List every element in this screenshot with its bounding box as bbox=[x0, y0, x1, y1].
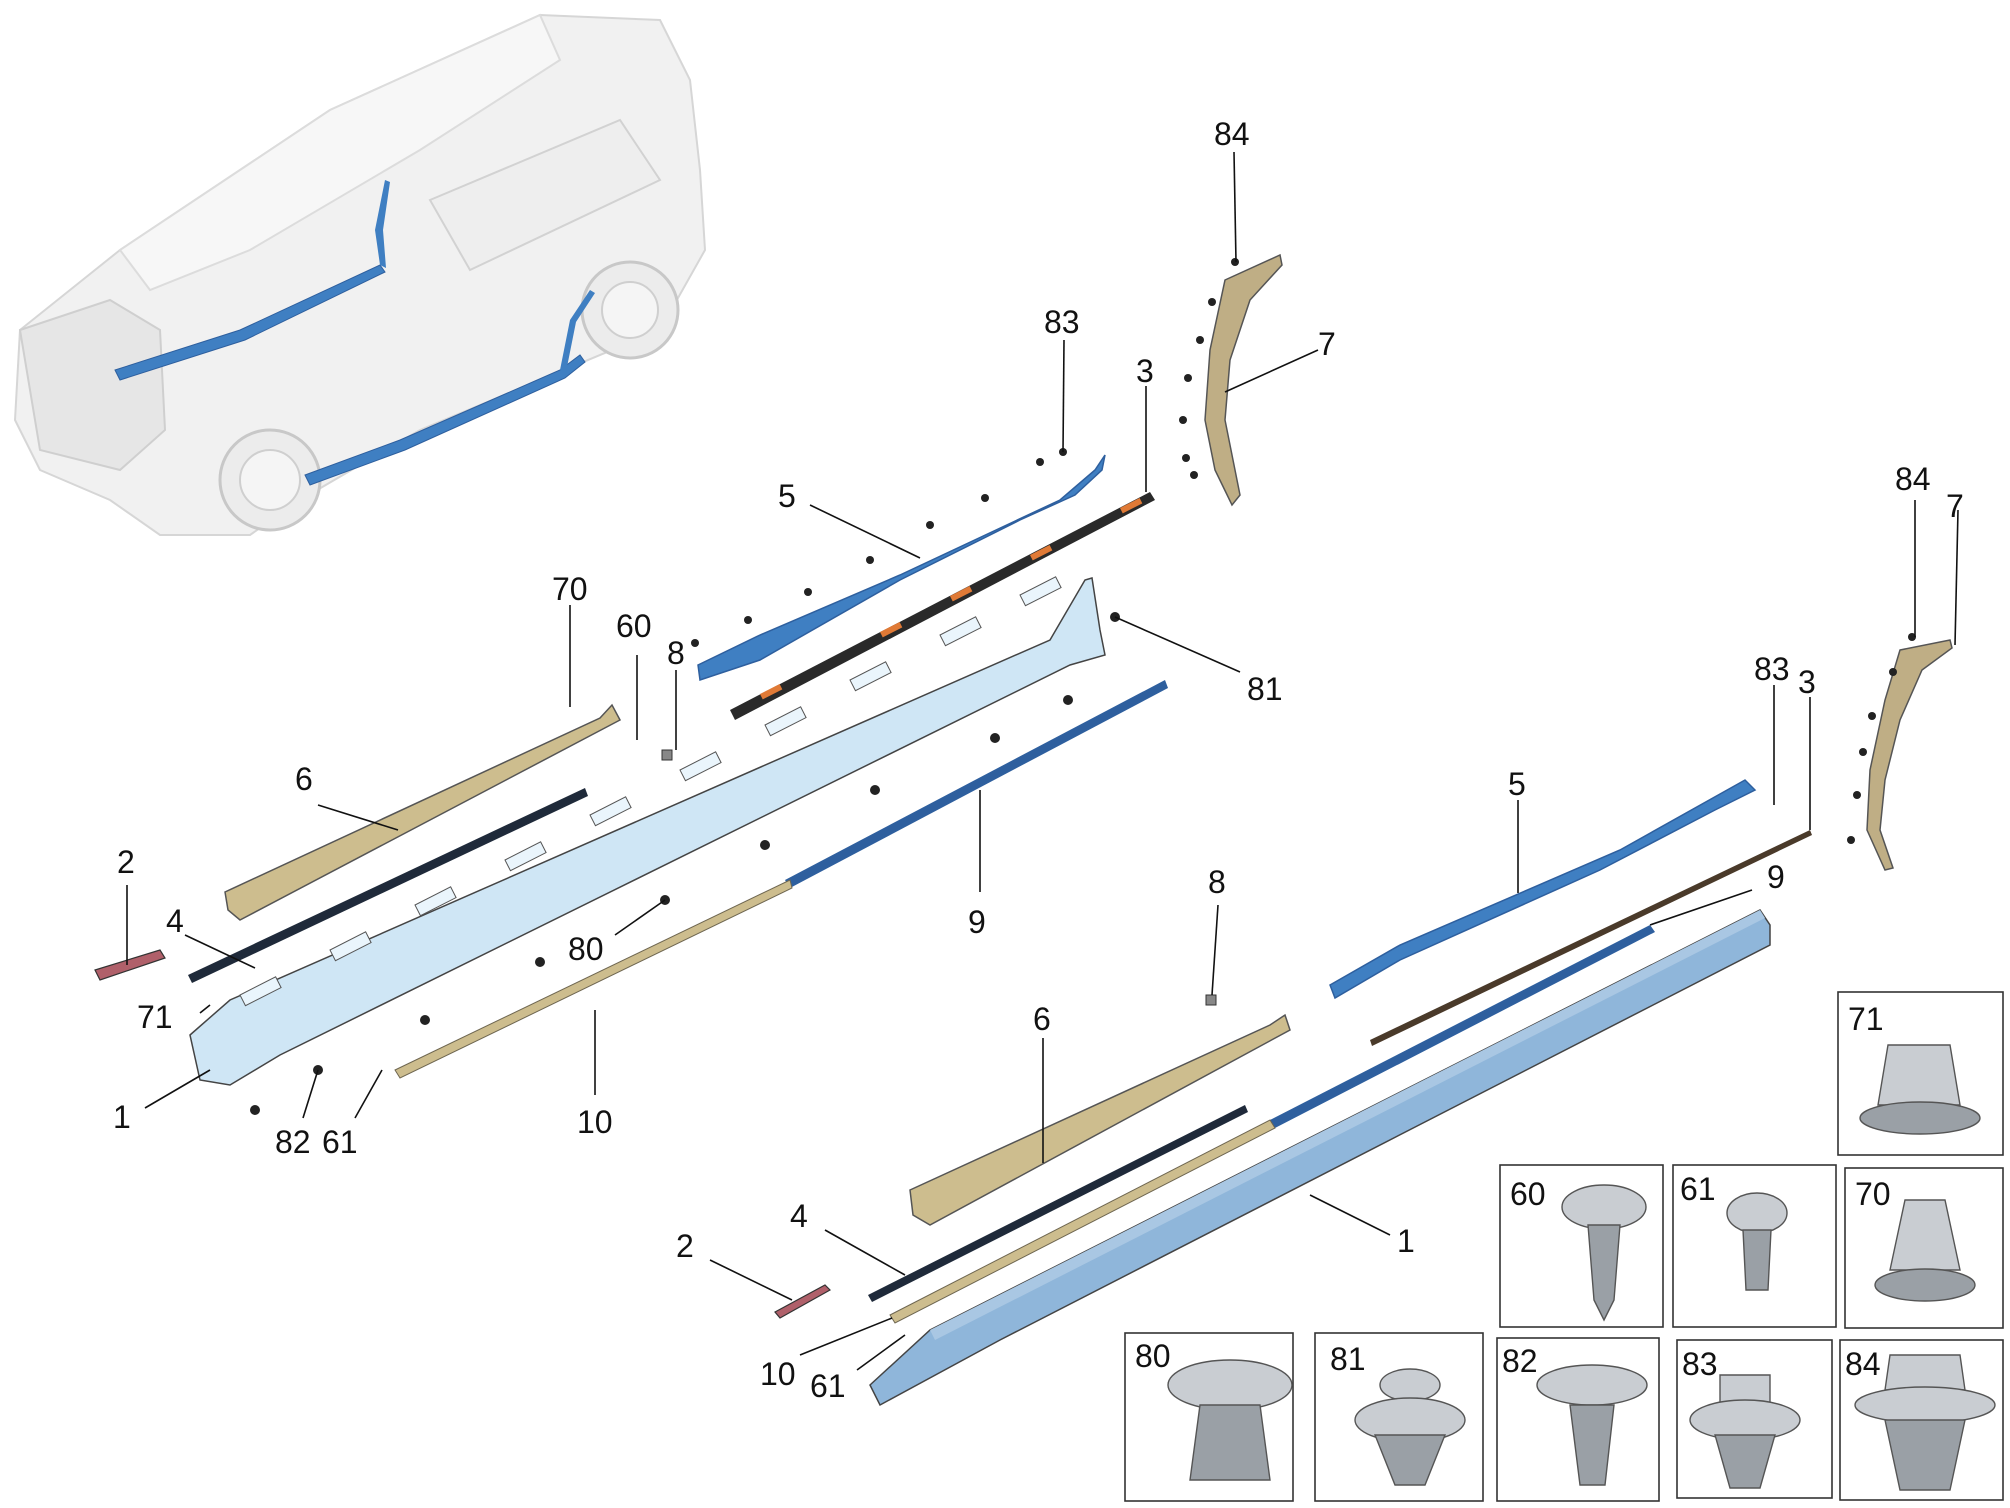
callout-2-upper: 2 bbox=[117, 844, 135, 880]
vehicle-overview bbox=[13, 13, 707, 536]
callout-3-lower: 3 bbox=[1798, 664, 1816, 700]
callout-6-lower: 6 bbox=[1033, 1001, 1051, 1037]
part-6-upper-trim bbox=[224, 703, 622, 921]
part-3-lower-strip bbox=[1370, 830, 1812, 1046]
callout-1-upper: 1 bbox=[113, 1099, 131, 1135]
fastener-box-61: 61 bbox=[1672, 1164, 1837, 1328]
fastener-label-82: 82 bbox=[1502, 1343, 1538, 1379]
part-4-upper-strip bbox=[188, 788, 588, 983]
part-9-lower-strip bbox=[1270, 925, 1655, 1128]
callout-82: 82 bbox=[275, 1124, 311, 1160]
vehicle-highlight-upper bbox=[114, 264, 386, 381]
fastener-box-82: 82 bbox=[1496, 1337, 1660, 1502]
fastener-box-71: 71 bbox=[1837, 991, 2004, 1156]
part-4-lower-strip bbox=[868, 1105, 1248, 1302]
callout-60: 60 bbox=[616, 608, 652, 644]
callout-83-upper: 83 bbox=[1044, 304, 1080, 340]
callout-83-lower: 83 bbox=[1754, 651, 1790, 687]
callout-61-upper: 61 bbox=[322, 1124, 358, 1160]
part-7-upper-trim bbox=[1204, 253, 1283, 507]
callout-3-upper: 3 bbox=[1136, 353, 1154, 389]
part-5-lower bbox=[1329, 779, 1757, 1000]
fastener-label-80: 80 bbox=[1135, 1338, 1171, 1374]
callout-2-lower: 2 bbox=[676, 1228, 694, 1264]
callout-8-lower: 8 bbox=[1208, 864, 1226, 900]
callout-1-lower: 1 bbox=[1397, 1223, 1415, 1259]
fastener-box-84: 84 bbox=[1839, 1339, 2004, 1501]
callout-4-upper: 4 bbox=[166, 903, 184, 939]
fastener-label-70: 70 bbox=[1855, 1176, 1891, 1212]
fastener-label-81: 81 bbox=[1330, 1341, 1366, 1377]
callout-84-upper: 84 bbox=[1214, 116, 1250, 152]
part-10-lower-strip bbox=[889, 1119, 1276, 1324]
part-9-upper-strip bbox=[785, 680, 1168, 888]
fastener-label-84: 84 bbox=[1845, 1346, 1881, 1382]
callout-7-upper: 7 bbox=[1318, 326, 1336, 362]
leader-lines bbox=[126, 151, 1959, 1371]
part-6-lower-trim bbox=[909, 1013, 1291, 1226]
fastener-label-71: 71 bbox=[1848, 1001, 1884, 1037]
part-2-upper-bracket bbox=[94, 949, 166, 981]
fastener-label-60: 60 bbox=[1510, 1176, 1546, 1212]
callout-84-lower: 84 bbox=[1895, 461, 1931, 497]
part-5-upper bbox=[697, 454, 1106, 681]
callout-10-upper: 10 bbox=[577, 1104, 613, 1140]
callout-labels: 84 7 83 3 5 70 60 8 81 6 2 4 80 9 71 1 8… bbox=[113, 116, 1964, 1404]
callout-9-lower: 9 bbox=[1767, 859, 1785, 895]
part-1-upper-frame bbox=[189, 577, 1106, 1086]
callout-80: 80 bbox=[568, 931, 604, 967]
fastener-label-83: 83 bbox=[1682, 1346, 1718, 1382]
callout-71: 71 bbox=[137, 999, 173, 1035]
callout-81: 81 bbox=[1247, 671, 1283, 707]
callout-10-lower: 10 bbox=[760, 1356, 796, 1392]
part-8-upper bbox=[661, 749, 673, 761]
fastener-box-70: 70 bbox=[1844, 1167, 2004, 1329]
part-2-lower-bracket bbox=[774, 1284, 831, 1319]
callout-5-upper: 5 bbox=[778, 478, 796, 514]
fastener-box-80: 80 bbox=[1124, 1332, 1294, 1502]
callout-61-lower: 61 bbox=[810, 1368, 846, 1404]
callout-5-lower: 5 bbox=[1508, 766, 1526, 802]
callout-70: 70 bbox=[552, 571, 588, 607]
part-8-lower bbox=[1205, 994, 1217, 1006]
callout-8-upper: 8 bbox=[667, 635, 685, 671]
part-10-upper-strip bbox=[394, 879, 793, 1079]
callout-7-lower: 7 bbox=[1946, 488, 1964, 524]
vehicle-highlight-sill bbox=[304, 354, 586, 486]
fastener-box-83: 83 bbox=[1676, 1339, 1833, 1499]
fastener-label-61: 61 bbox=[1680, 1171, 1716, 1207]
callout-4-lower: 4 bbox=[790, 1198, 808, 1234]
callout-9-upper: 9 bbox=[968, 904, 986, 940]
part-7-lower-trim bbox=[1866, 639, 1953, 871]
fastener-box-60: 60 bbox=[1499, 1164, 1664, 1328]
callout-6-upper: 6 bbox=[295, 761, 313, 797]
fastener-box-81: 81 bbox=[1314, 1332, 1484, 1502]
